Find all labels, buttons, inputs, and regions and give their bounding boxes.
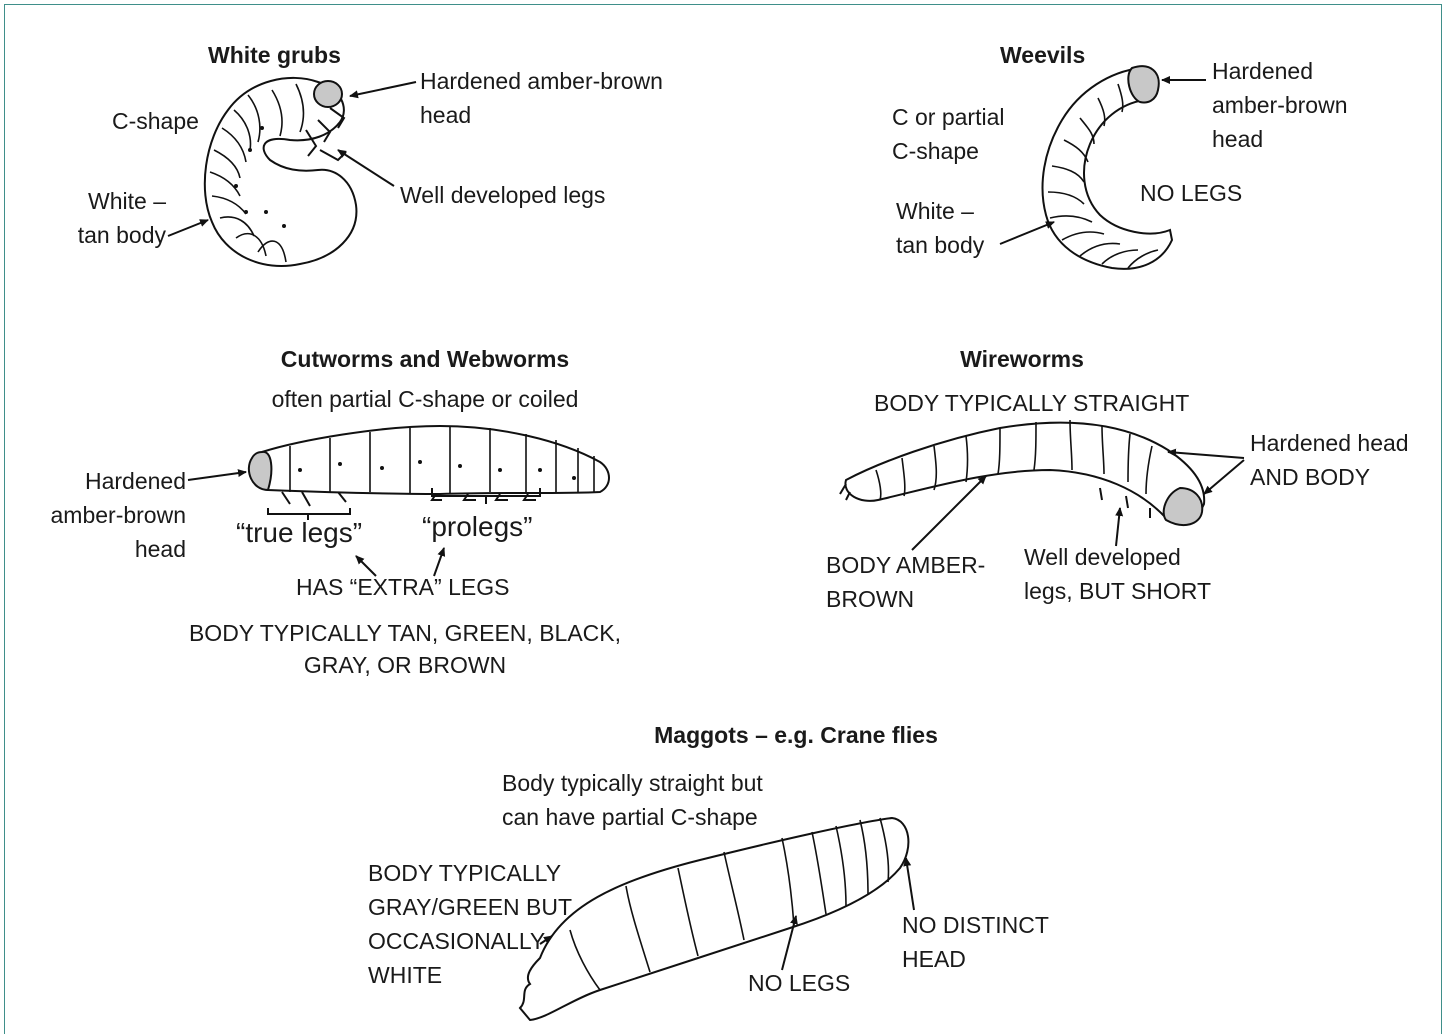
- cutworms-head-label-line2: amber-brown: [20, 498, 186, 532]
- weevils-body-label-line2: tan body: [896, 228, 984, 262]
- weevils-shape-label-line2: C-shape: [892, 134, 979, 168]
- wireworms-color-label-line2: BROWN: [826, 582, 914, 616]
- white-grubs-body-label-line1: White –: [40, 184, 166, 218]
- white-grubs-head-label-line1: Hardened amber-brown: [420, 64, 663, 98]
- weevils-legs-label: NO LEGS: [1140, 176, 1242, 210]
- wireworms-hardened-label-line1: Hardened head: [1250, 426, 1409, 460]
- weevils-shape-label-line1: C or partial: [892, 100, 1004, 134]
- cutworms-shape-label: often partial C-shape or coiled: [220, 382, 630, 416]
- wireworms-hardened-label-line2: AND BODY: [1250, 460, 1370, 494]
- wireworms-legs-label-line2: legs, BUT SHORT: [1024, 574, 1211, 608]
- white-grubs-body-label-line2: tan body: [40, 218, 166, 252]
- maggots-color-label-line4: WHITE: [368, 958, 442, 992]
- cutworms-true-legs-label: “true legs”: [236, 516, 362, 550]
- maggots-color-label-line1: BODY TYPICALLY: [368, 856, 561, 890]
- maggots-title: Maggots – e.g. Crane flies: [600, 718, 992, 752]
- wireworms-legs-label-line1: Well developed: [1024, 540, 1181, 574]
- maggots-head-label-line1: NO DISTINCT: [902, 908, 1049, 942]
- weevils-head-label-line3: head: [1212, 122, 1263, 156]
- maggots-shape-label-line2: can have partial C-shape: [502, 800, 758, 834]
- maggots-color-label-line2: GRAY/GREEN BUT: [368, 890, 572, 924]
- weevils-head-label-line1: Hardened: [1212, 54, 1313, 88]
- maggots-shape-label-line1: Body typically straight but: [502, 766, 763, 800]
- white-grubs-shape-label: C-shape: [112, 104, 199, 138]
- wireworms-title: Wireworms: [900, 342, 1144, 376]
- cutworms-head-label-line1: Hardened: [20, 464, 186, 498]
- cutworms-head-label-line3: head: [20, 532, 186, 566]
- white-grub-drawing: [205, 78, 357, 266]
- cutworm-drawing: [249, 426, 609, 520]
- weevils-title: Weevils: [1000, 38, 1085, 72]
- white-grubs-head-label-line2: head: [420, 98, 471, 132]
- cutworms-extra-legs-label: HAS “EXTRA” LEGS: [296, 570, 509, 604]
- cutworms-prolegs-label: “prolegs”: [422, 510, 532, 544]
- weevils-body-label-line1: White –: [896, 194, 974, 228]
- maggots-color-label-line3: OCCASIONALLY: [368, 924, 545, 958]
- wireworm-drawing: [840, 420, 1204, 525]
- cutworms-color-label-line1: BODY TYPICALLY TAN, GREEN, BLACK,: [180, 616, 630, 650]
- wireworms-color-label-line1: BODY AMBER-: [826, 548, 985, 582]
- white-grubs-title: White grubs: [208, 38, 341, 72]
- maggots-head-label-line2: HEAD: [902, 942, 966, 976]
- wireworms-shape-label: BODY TYPICALLY STRAIGHT: [874, 386, 1189, 420]
- maggots-legs-label: NO LEGS: [748, 966, 850, 1000]
- cutworms-title: Cutworms and Webworms: [220, 342, 630, 376]
- white-grubs-legs-label: Well developed legs: [400, 178, 605, 212]
- cutworms-color-label-line2: GRAY, OR BROWN: [180, 648, 630, 682]
- weevils-head-label-line2: amber-brown: [1212, 88, 1348, 122]
- weevil-drawing: [1043, 66, 1172, 269]
